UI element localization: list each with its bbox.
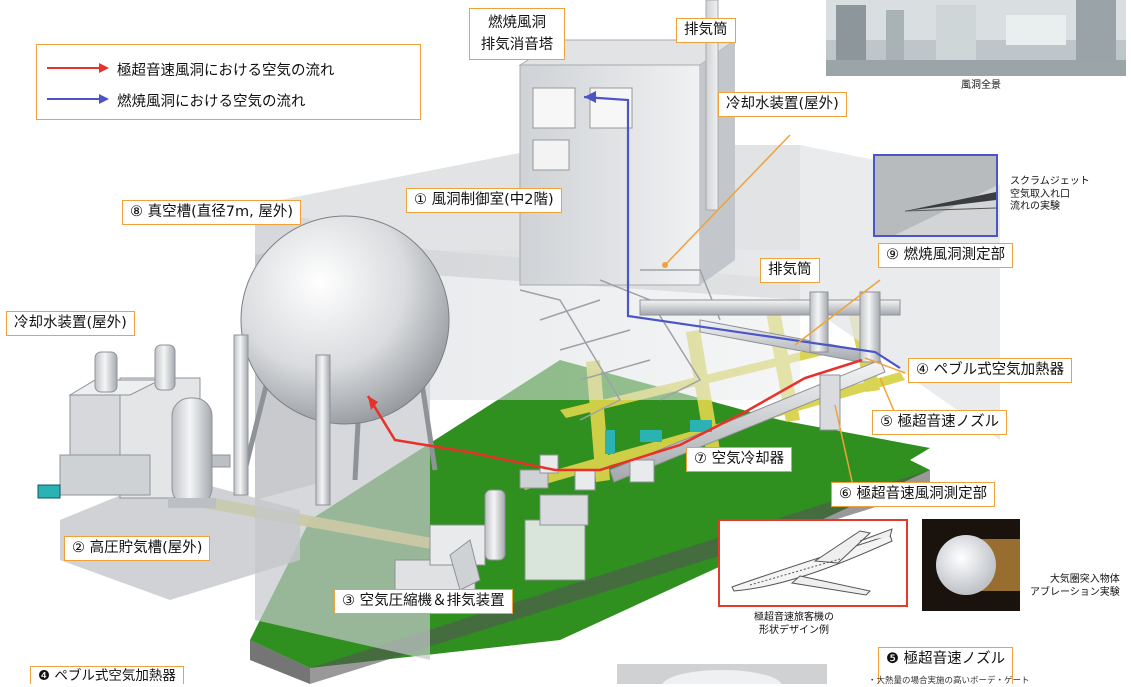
label-air-cooler: ⑦ 空気冷却器 <box>686 447 793 473</box>
label-bottom-left-title: ❹ ペブル式空気加熱器 <box>30 666 184 684</box>
label-vacuum-tank: ⑧ 真空槽(直径7m, 屋外) <box>122 200 301 226</box>
label-silencer-line2: 排気消音塔 <box>480 37 554 53</box>
combustion-flow-line <box>583 95 901 369</box>
legend: 極超音速風洞における空気の流れ 燃焼風洞における空気の流れ <box>36 44 421 120</box>
silencer-tower <box>518 39 737 286</box>
red-arrow-icon <box>47 63 109 73</box>
label-silencer-tower: 燃焼風洞 排気消音塔 <box>469 8 565 60</box>
label-bottom-right-title: ❺ 極超音速ノズル <box>878 647 1014 684</box>
airliner-caption: 極超音速旅客機の 形状デザイン例 <box>754 612 834 637</box>
label-hypersonic-test: ⑥ 極超音速風洞測定部 <box>831 482 996 508</box>
label-compressor: ③ 空気圧縮機＆排気装置 <box>334 589 513 615</box>
airliner-caption-2: 形状デザイン例 <box>759 624 829 636</box>
scramjet-photo <box>873 154 998 237</box>
combustion-flow-arrowhead <box>584 91 596 103</box>
reentry-caption: 大気圏突入物体 アブレーション実験 <box>1030 574 1120 599</box>
high-pressure-tank <box>168 397 231 508</box>
bottom-partial-photo <box>617 664 827 684</box>
stairways <box>519 269 721 421</box>
reentry-photo <box>922 519 1020 611</box>
bottom-partial-image <box>617 664 827 684</box>
scramjet-image <box>875 156 996 235</box>
reentry-caption-2: アブレーション実験 <box>1030 586 1120 598</box>
panorama-photo <box>826 0 1126 76</box>
panorama-image <box>826 0 1126 76</box>
label-hypersonic-nozzle: ⑤ 極超音速ノズル <box>872 410 1008 436</box>
label-cooling-right: 冷却水装置(屋外) <box>718 92 847 118</box>
scramjet-caption-1: スクラムジェット <box>1010 176 1090 187</box>
label-exhaust-top: 排気筒 <box>676 18 736 44</box>
main-pipeline <box>539 291 901 491</box>
label-cooling-left: 冷却水装置(屋外) <box>6 311 135 337</box>
reentry-image <box>922 519 1020 611</box>
hypersonic-flow-arrowhead <box>368 396 378 410</box>
reentry-caption-1: 大気圏突入物体 <box>1049 574 1120 585</box>
legend-red-text: 極超音速風洞における空気の流れ <box>117 63 335 79</box>
label-control-room: ① 風洞制御室(中2階) <box>406 188 562 214</box>
label-pebble-heater: ④ ペブル式空気加熱器 <box>908 358 1073 384</box>
airliner-caption-1: 極超音速旅客機の <box>754 612 834 623</box>
hypersonic-flow-line <box>366 358 863 472</box>
panorama-caption: 風洞全景 <box>961 80 1001 91</box>
airliner-image <box>731 528 893 596</box>
scramjet-caption-3: 流れの実験 <box>1010 201 1060 212</box>
scramjet-caption-2: 空気取入れ口 <box>1010 188 1070 200</box>
nozzle-note: ・大熱量の場合実施の高いボーデ・ゲート <box>868 676 1030 686</box>
label-hp-tank: ② 高圧貯気槽(屋外) <box>64 536 211 562</box>
label-exhaust-mid: 排気筒 <box>760 258 820 284</box>
label-combustion-test: ⑨ 燃焼風洞測定部 <box>878 243 1014 269</box>
label-silencer-line1: 燃焼風洞 <box>488 15 546 31</box>
vacuum-sphere <box>233 215 450 506</box>
cooling-unit-left <box>37 344 201 499</box>
blue-arrow-icon <box>47 94 109 104</box>
airliner-photo <box>718 519 908 607</box>
callout-dot <box>662 262 668 268</box>
scramjet-caption: スクラムジェット 空気取入れ口 流れの実験 <box>1010 176 1090 214</box>
legend-blue-text: 燃焼風洞における空気の流れ <box>117 94 306 110</box>
